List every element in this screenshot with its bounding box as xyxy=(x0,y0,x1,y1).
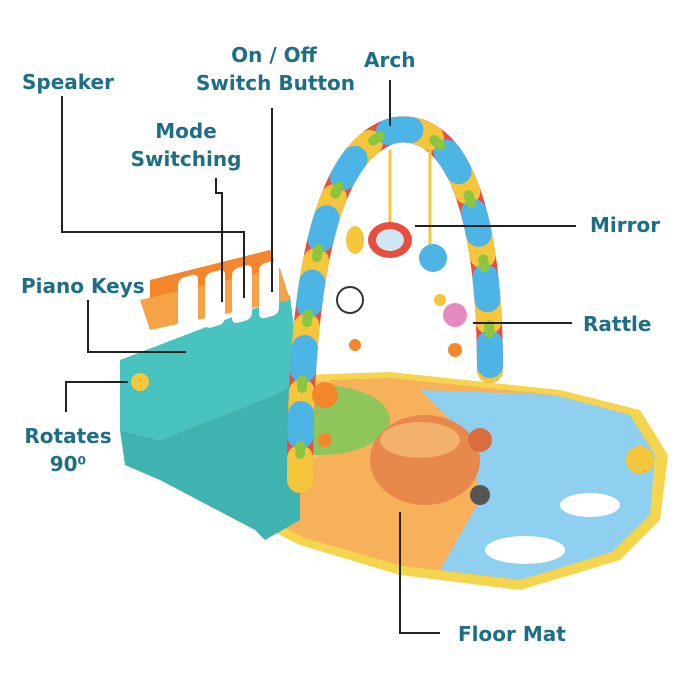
on-off-label-line-1: On / Off xyxy=(231,43,317,67)
mode-switching-label: Mode Switching xyxy=(130,117,242,173)
piano-base-illustration xyxy=(120,250,300,540)
floor-mat-leader xyxy=(399,512,440,634)
hanging-toys-illustration xyxy=(312,150,467,447)
rotates-label: Rotates 90⁰ xyxy=(20,422,116,478)
piano-keys-leader xyxy=(87,300,186,353)
piano-keys-label: Piano Keys xyxy=(21,274,145,298)
floor-mat-label: Floor Mat xyxy=(458,622,566,646)
mirror-label: Mirror xyxy=(590,213,661,237)
mode-label-line-2: Switching xyxy=(130,147,242,171)
speaker-label: Speaker xyxy=(22,70,114,94)
mode-leader xyxy=(215,178,223,302)
on-off-switch-label: On / Off Switch Button xyxy=(196,41,355,97)
rotates-label-line-2: 90⁰ xyxy=(49,452,87,476)
arch-illustration xyxy=(287,116,503,493)
rotates-label-line-1: Rotates xyxy=(24,424,112,448)
speaker-leader xyxy=(61,96,245,298)
rattle-label: Rattle xyxy=(583,312,652,336)
mode-label-line-1: Mode xyxy=(155,119,217,143)
on-off-label-line-2: Switch Button xyxy=(196,71,355,95)
leader-lines xyxy=(61,80,576,634)
arch-label: Arch xyxy=(364,48,416,72)
rotates-leader xyxy=(65,381,128,412)
